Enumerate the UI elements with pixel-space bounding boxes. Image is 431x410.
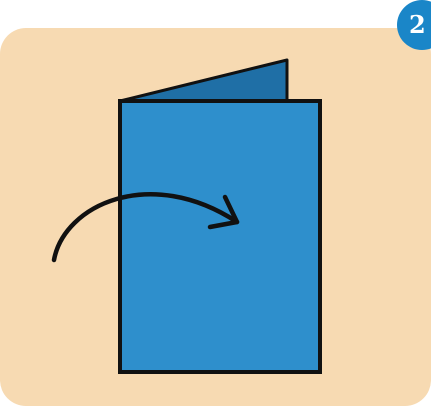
step-number: 2: [409, 10, 426, 39]
card-front-panel: [120, 101, 320, 372]
folded-card-icon: [120, 60, 320, 372]
